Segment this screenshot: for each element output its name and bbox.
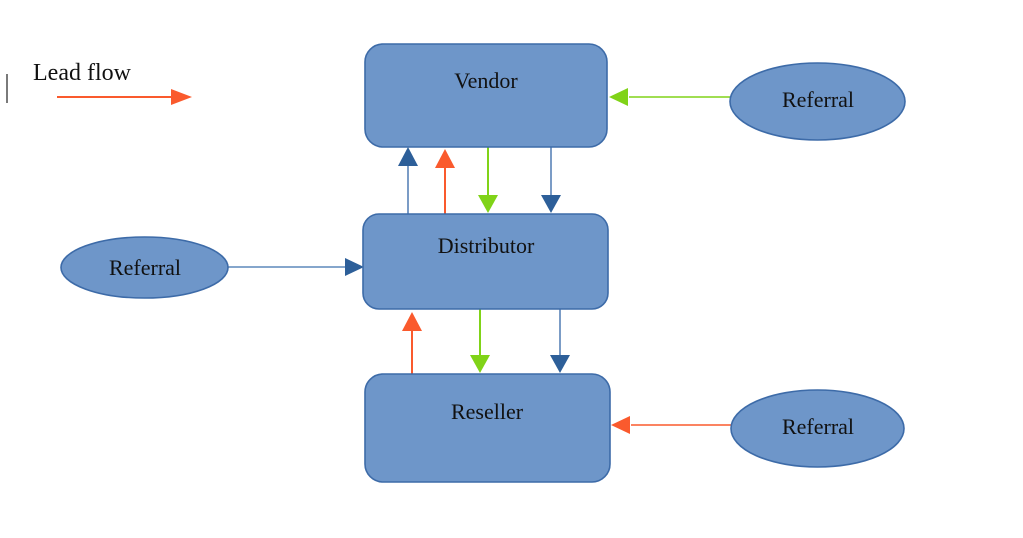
node-vendor <box>364 43 608 148</box>
edge-distributor-to-vendor-blue-head <box>398 147 418 166</box>
edge-vendor-to-distributor-green-head <box>478 195 498 213</box>
node-referral-bottom-label: Referral <box>782 414 854 439</box>
edge-vendor-to-distributor-blue-head <box>541 195 561 213</box>
node-reseller-label: Reseller <box>451 399 524 424</box>
edge-referral-bottom-to-reseller-red-head <box>611 416 630 434</box>
edge-distributor-to-reseller-blue-head <box>550 355 570 373</box>
edge-referral-left-to-distributor-blue-head <box>345 258 364 276</box>
node-distributor <box>362 213 609 310</box>
edge-distributor-to-vendor-red-head <box>435 149 455 168</box>
node-referral-left-label: Referral <box>109 255 181 280</box>
edge-reseller-to-distributor-red-head <box>402 312 422 331</box>
edge-referral-top-to-vendor-green-head <box>609 88 628 106</box>
node-referral-top-label: Referral <box>782 87 854 112</box>
node-reseller <box>364 373 611 483</box>
node-referral-left <box>60 236 229 299</box>
node-vendor-label: Vendor <box>454 68 518 93</box>
legend-arrow-head <box>171 89 192 105</box>
legend-label: Lead flow <box>33 60 132 86</box>
node-referral-bottom <box>730 389 905 468</box>
node-referral-top <box>729 62 906 141</box>
node-distributor-label: Distributor <box>438 233 535 258</box>
edge-distributor-to-reseller-green-head <box>470 355 490 373</box>
